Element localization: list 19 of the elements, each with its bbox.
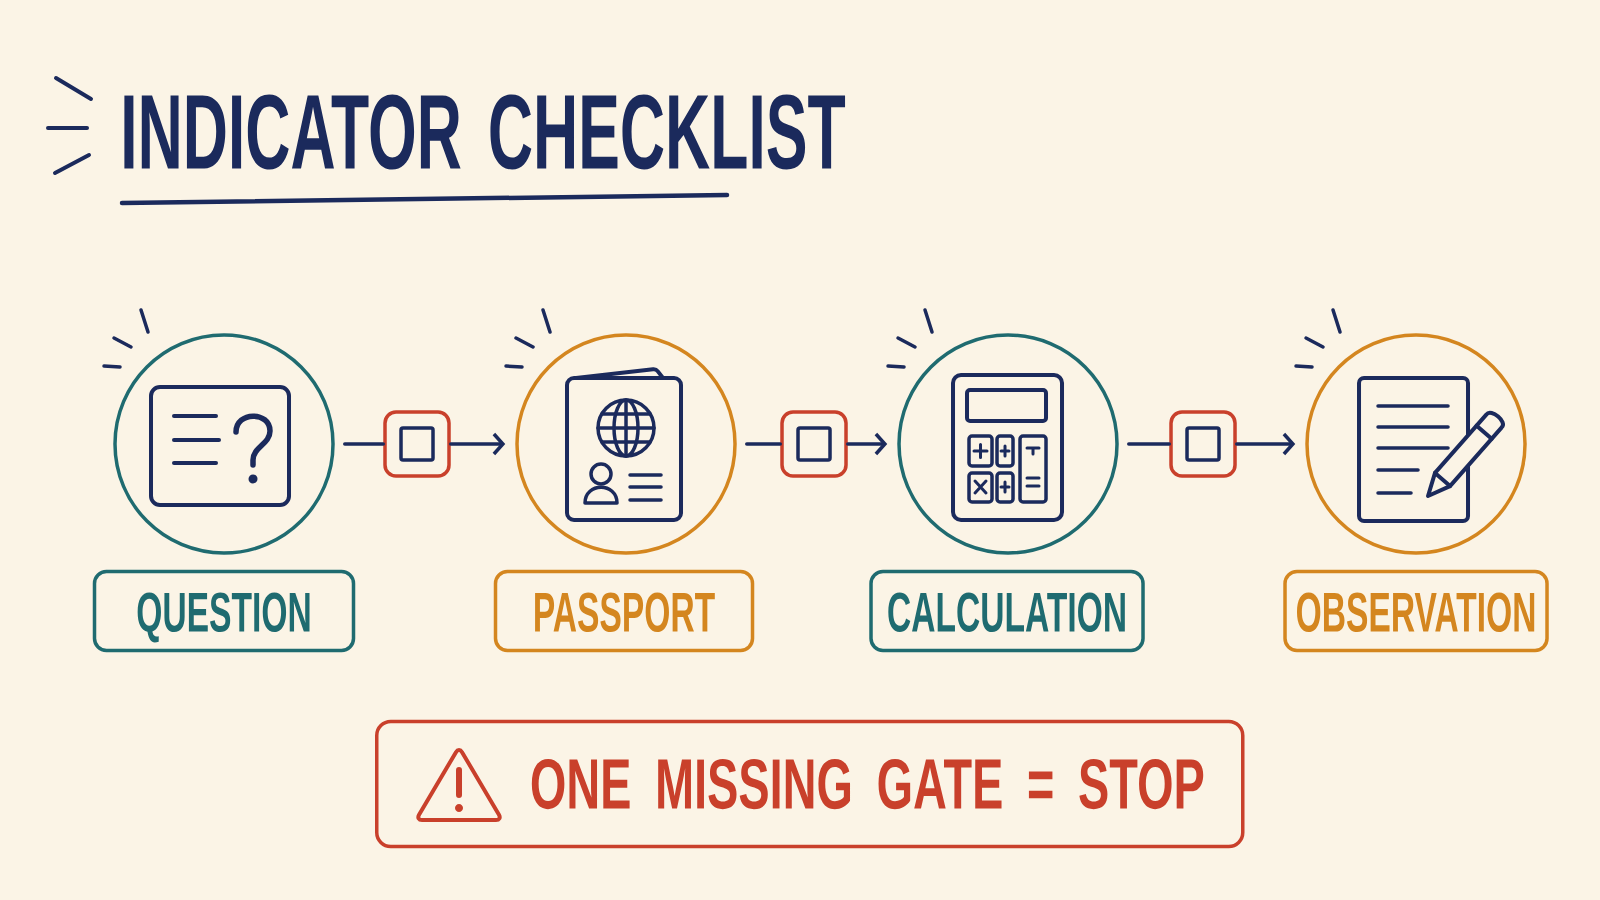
connector-line (745, 442, 782, 446)
arrow (1235, 432, 1296, 456)
connector-line (343, 442, 385, 446)
gate-box (780, 410, 848, 478)
title: INDICATOR CHECKLIST (124, 94, 846, 170)
circle (897, 333, 1119, 555)
warning-banner: ONE MISSING GATE = STOP (375, 719, 1245, 849)
connector-line (1127, 442, 1171, 446)
circle (113, 333, 335, 555)
label-box: QUESTION (92, 569, 356, 653)
arrow (449, 432, 506, 456)
circle (515, 333, 737, 555)
gate-box (383, 410, 451, 478)
gate-box (1169, 410, 1237, 478)
label-box: PASSPORT (493, 569, 755, 653)
circle (1305, 333, 1527, 555)
arrow (846, 432, 888, 456)
label-box: CALCULATION (869, 569, 1145, 653)
label-box: OBSERVATION (1283, 569, 1549, 653)
